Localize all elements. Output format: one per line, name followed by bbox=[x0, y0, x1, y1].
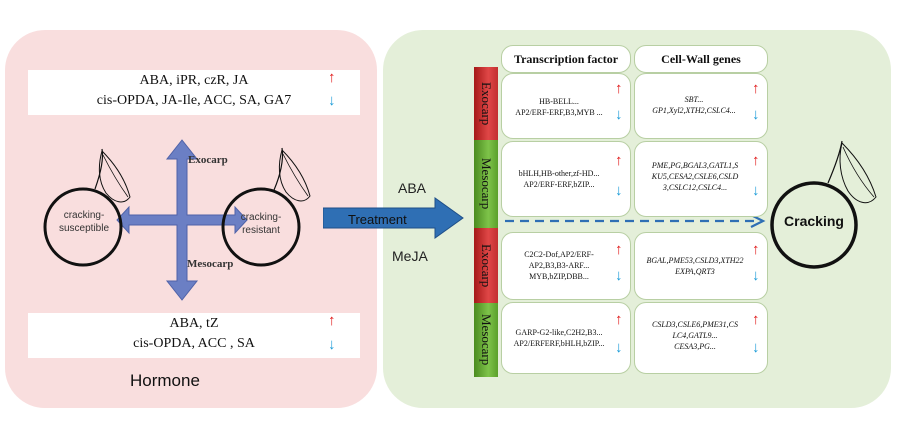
cw-line: GP1,Xyl2,XTH2,CSLC4... bbox=[652, 106, 736, 115]
tf-line: AP2,B3,B3-ARF... bbox=[528, 261, 590, 270]
cw-text: BGAL,PME53,CSLD3,XTH22 EXPA,QRT3 bbox=[639, 255, 751, 277]
fruit-resistant-line2: resistant bbox=[242, 225, 280, 236]
hormone-top-box: ABA, iPR, czR, JA cis-OPDA, JA-Ile, ACC,… bbox=[28, 70, 360, 115]
down-arrow-icon: ↓ bbox=[615, 268, 623, 284]
tf-card: HB-BELL... AP2/ERF-ERF,B3,MYB ... ↑ ↓ bbox=[501, 73, 631, 139]
cw-text: SBT... GP1,Xyl2,XTH2,CSLC4... bbox=[639, 94, 749, 116]
tf-text: bHLH,HB-other,zf-HD... AP2/ERF-ERF,bZIP.… bbox=[506, 168, 612, 190]
tissue-bar-exocarp: Exocarp bbox=[474, 67, 498, 140]
fruit-resistant-label: cracking- resistant bbox=[224, 211, 298, 237]
fruit-susceptible-line2: susceptible bbox=[58, 223, 110, 234]
tf-line: AP2/ERF-ERF,bZIP... bbox=[523, 180, 595, 189]
cross-arrow-icon bbox=[116, 139, 248, 301]
fruit-susceptible-label: cracking- susceptible bbox=[46, 209, 122, 235]
up-arrow-icon: ↑ bbox=[752, 242, 760, 258]
up-arrow-icon: ↑ bbox=[328, 313, 336, 329]
meja-label: MeJA bbox=[392, 248, 428, 264]
cracking-label: Cracking bbox=[784, 213, 844, 229]
up-arrow-icon: ↑ bbox=[615, 81, 623, 97]
tf-line: HB-BELL... bbox=[539, 97, 579, 106]
cw-card: PME,PG,BGAL3,GATL1,S KU5,CESA2,CSLE6,CSL… bbox=[634, 141, 768, 217]
cw-line: CESA3,PG... bbox=[674, 342, 716, 351]
fruit-cracking-icon bbox=[770, 140, 877, 269]
tissue-bar-mesocarp: Mesocarp bbox=[474, 303, 498, 377]
tf-line: GARP-G2-like,C2H2,B3... bbox=[515, 328, 603, 337]
tf-line: bHLH,HB-other,zf-HD... bbox=[518, 169, 600, 178]
cw-line: LC4,GATL9... bbox=[672, 331, 718, 340]
cw-card: BGAL,PME53,CSLD3,XTH22 EXPA,QRT3 ↑ ↓ bbox=[634, 232, 768, 300]
tf-line: AP2/ERFERF,bHLH,bZIP... bbox=[513, 339, 605, 348]
up-arrow-icon: ↑ bbox=[615, 312, 623, 328]
cw-text: PME,PG,BGAL3,GATL1,S KU5,CESA2,CSLE6,CSL… bbox=[639, 160, 751, 193]
down-arrow-icon: ↓ bbox=[752, 340, 760, 356]
cw-line: PME,PG,BGAL3,GATL1,S bbox=[651, 161, 739, 170]
treatment-label: Treatment bbox=[348, 212, 407, 227]
hormone-footer: Hormone bbox=[130, 371, 200, 390]
tf-line: C2C2-Dof,AP2/ERF- bbox=[524, 250, 594, 259]
tissue-label: Mesocarp bbox=[479, 314, 494, 366]
fruit-resistant-icon bbox=[221, 147, 311, 267]
down-arrow-icon: ↓ bbox=[615, 107, 623, 123]
cw-line: CSLD3,CSLE6,PME31,CS bbox=[651, 320, 738, 329]
hormone-top-line1: ABA, iPR, czR, JA bbox=[139, 73, 249, 88]
cw-card: SBT... GP1,Xyl2,XTH2,CSLC4... ↑ ↓ bbox=[634, 73, 768, 139]
fruit-susceptible-line1: cracking- bbox=[63, 210, 105, 221]
down-arrow-icon: ↓ bbox=[328, 337, 336, 353]
cw-line: 3,CSLC12,CSLC4... bbox=[662, 183, 728, 192]
down-arrow-icon: ↓ bbox=[752, 107, 760, 123]
hormone-bottom-box: ABA, tZ cis-OPDA, ACC , SA bbox=[28, 313, 360, 358]
hormone-top-line2: cis-OPDA, JA-Ile, ACC, SA, GA7 bbox=[96, 93, 292, 108]
dashed-arrow-icon bbox=[505, 214, 766, 228]
tissue-label: Exocarp bbox=[479, 243, 494, 288]
tf-line: AP2/ERF-ERF,B3,MYB ... bbox=[515, 108, 603, 117]
tf-card: bHLH,HB-other,zf-HD... AP2/ERF-ERF,bZIP.… bbox=[501, 141, 631, 217]
down-arrow-icon: ↓ bbox=[752, 268, 760, 284]
fruit-susceptible-icon bbox=[43, 148, 131, 267]
tissue-bar-mesocarp: Mesocarp bbox=[474, 140, 498, 228]
tissue-label: Mesocarp bbox=[479, 158, 494, 210]
down-arrow-icon: ↓ bbox=[615, 340, 623, 356]
header-cell-wall-genes: Cell-Wall genes bbox=[634, 45, 768, 73]
hormone-bottom-line1: ABA, tZ bbox=[169, 316, 219, 331]
hormone-bottom-line2: cis-OPDA, ACC , SA bbox=[133, 336, 255, 351]
aba-label: ABA bbox=[398, 180, 427, 196]
cw-line: SBT... bbox=[684, 95, 704, 104]
down-arrow-icon: ↓ bbox=[752, 183, 760, 199]
tf-card: C2C2-Dof,AP2/ERF- AP2,B3,B3-ARF... MYB,b… bbox=[501, 232, 631, 300]
tf-card: GARP-G2-like,C2H2,B3... AP2/ERFERF,bHLH,… bbox=[501, 302, 631, 374]
up-arrow-icon: ↑ bbox=[328, 70, 336, 86]
fruit-resistant-line1: cracking- bbox=[240, 212, 282, 223]
exocarp-label: Exocarp bbox=[188, 154, 228, 166]
cw-card: CSLD3,CSLE6,PME31,CS LC4,GATL9... CESA3,… bbox=[634, 302, 768, 374]
up-arrow-icon: ↑ bbox=[615, 242, 623, 258]
up-arrow-icon: ↑ bbox=[752, 312, 760, 328]
up-arrow-icon: ↑ bbox=[752, 153, 760, 169]
tf-text: C2C2-Dof,AP2/ERF- AP2,B3,B3-ARF... MYB,b… bbox=[506, 249, 612, 282]
cw-line: BGAL,PME53,CSLD3,XTH22 bbox=[646, 256, 744, 265]
up-arrow-icon: ↑ bbox=[615, 153, 623, 169]
treatment-arrow-icon bbox=[323, 197, 464, 239]
cw-text: CSLD3,CSLE6,PME31,CS LC4,GATL9... CESA3,… bbox=[639, 319, 751, 352]
header-transcription-factor: Transcription factor bbox=[501, 45, 631, 73]
up-arrow-icon: ↑ bbox=[752, 81, 760, 97]
cw-line: KU5,CESA2,CSLE6,CSLD bbox=[651, 172, 739, 181]
tf-text: GARP-G2-like,C2H2,B3... AP2/ERFERF,bHLH,… bbox=[506, 327, 612, 349]
tf-line: MYB,bZIP,DBB... bbox=[529, 272, 589, 281]
cw-line: EXPA,QRT3 bbox=[675, 267, 715, 276]
down-arrow-icon: ↓ bbox=[615, 183, 623, 199]
tf-text: HB-BELL... AP2/ERF-ERF,B3,MYB ... bbox=[506, 96, 612, 118]
mesocarp-label: Mesocarp bbox=[187, 258, 234, 270]
tissue-bar-exocarp: Exocarp bbox=[474, 228, 498, 303]
tissue-label: Exocarp bbox=[479, 81, 494, 126]
down-arrow-icon: ↓ bbox=[328, 93, 336, 109]
